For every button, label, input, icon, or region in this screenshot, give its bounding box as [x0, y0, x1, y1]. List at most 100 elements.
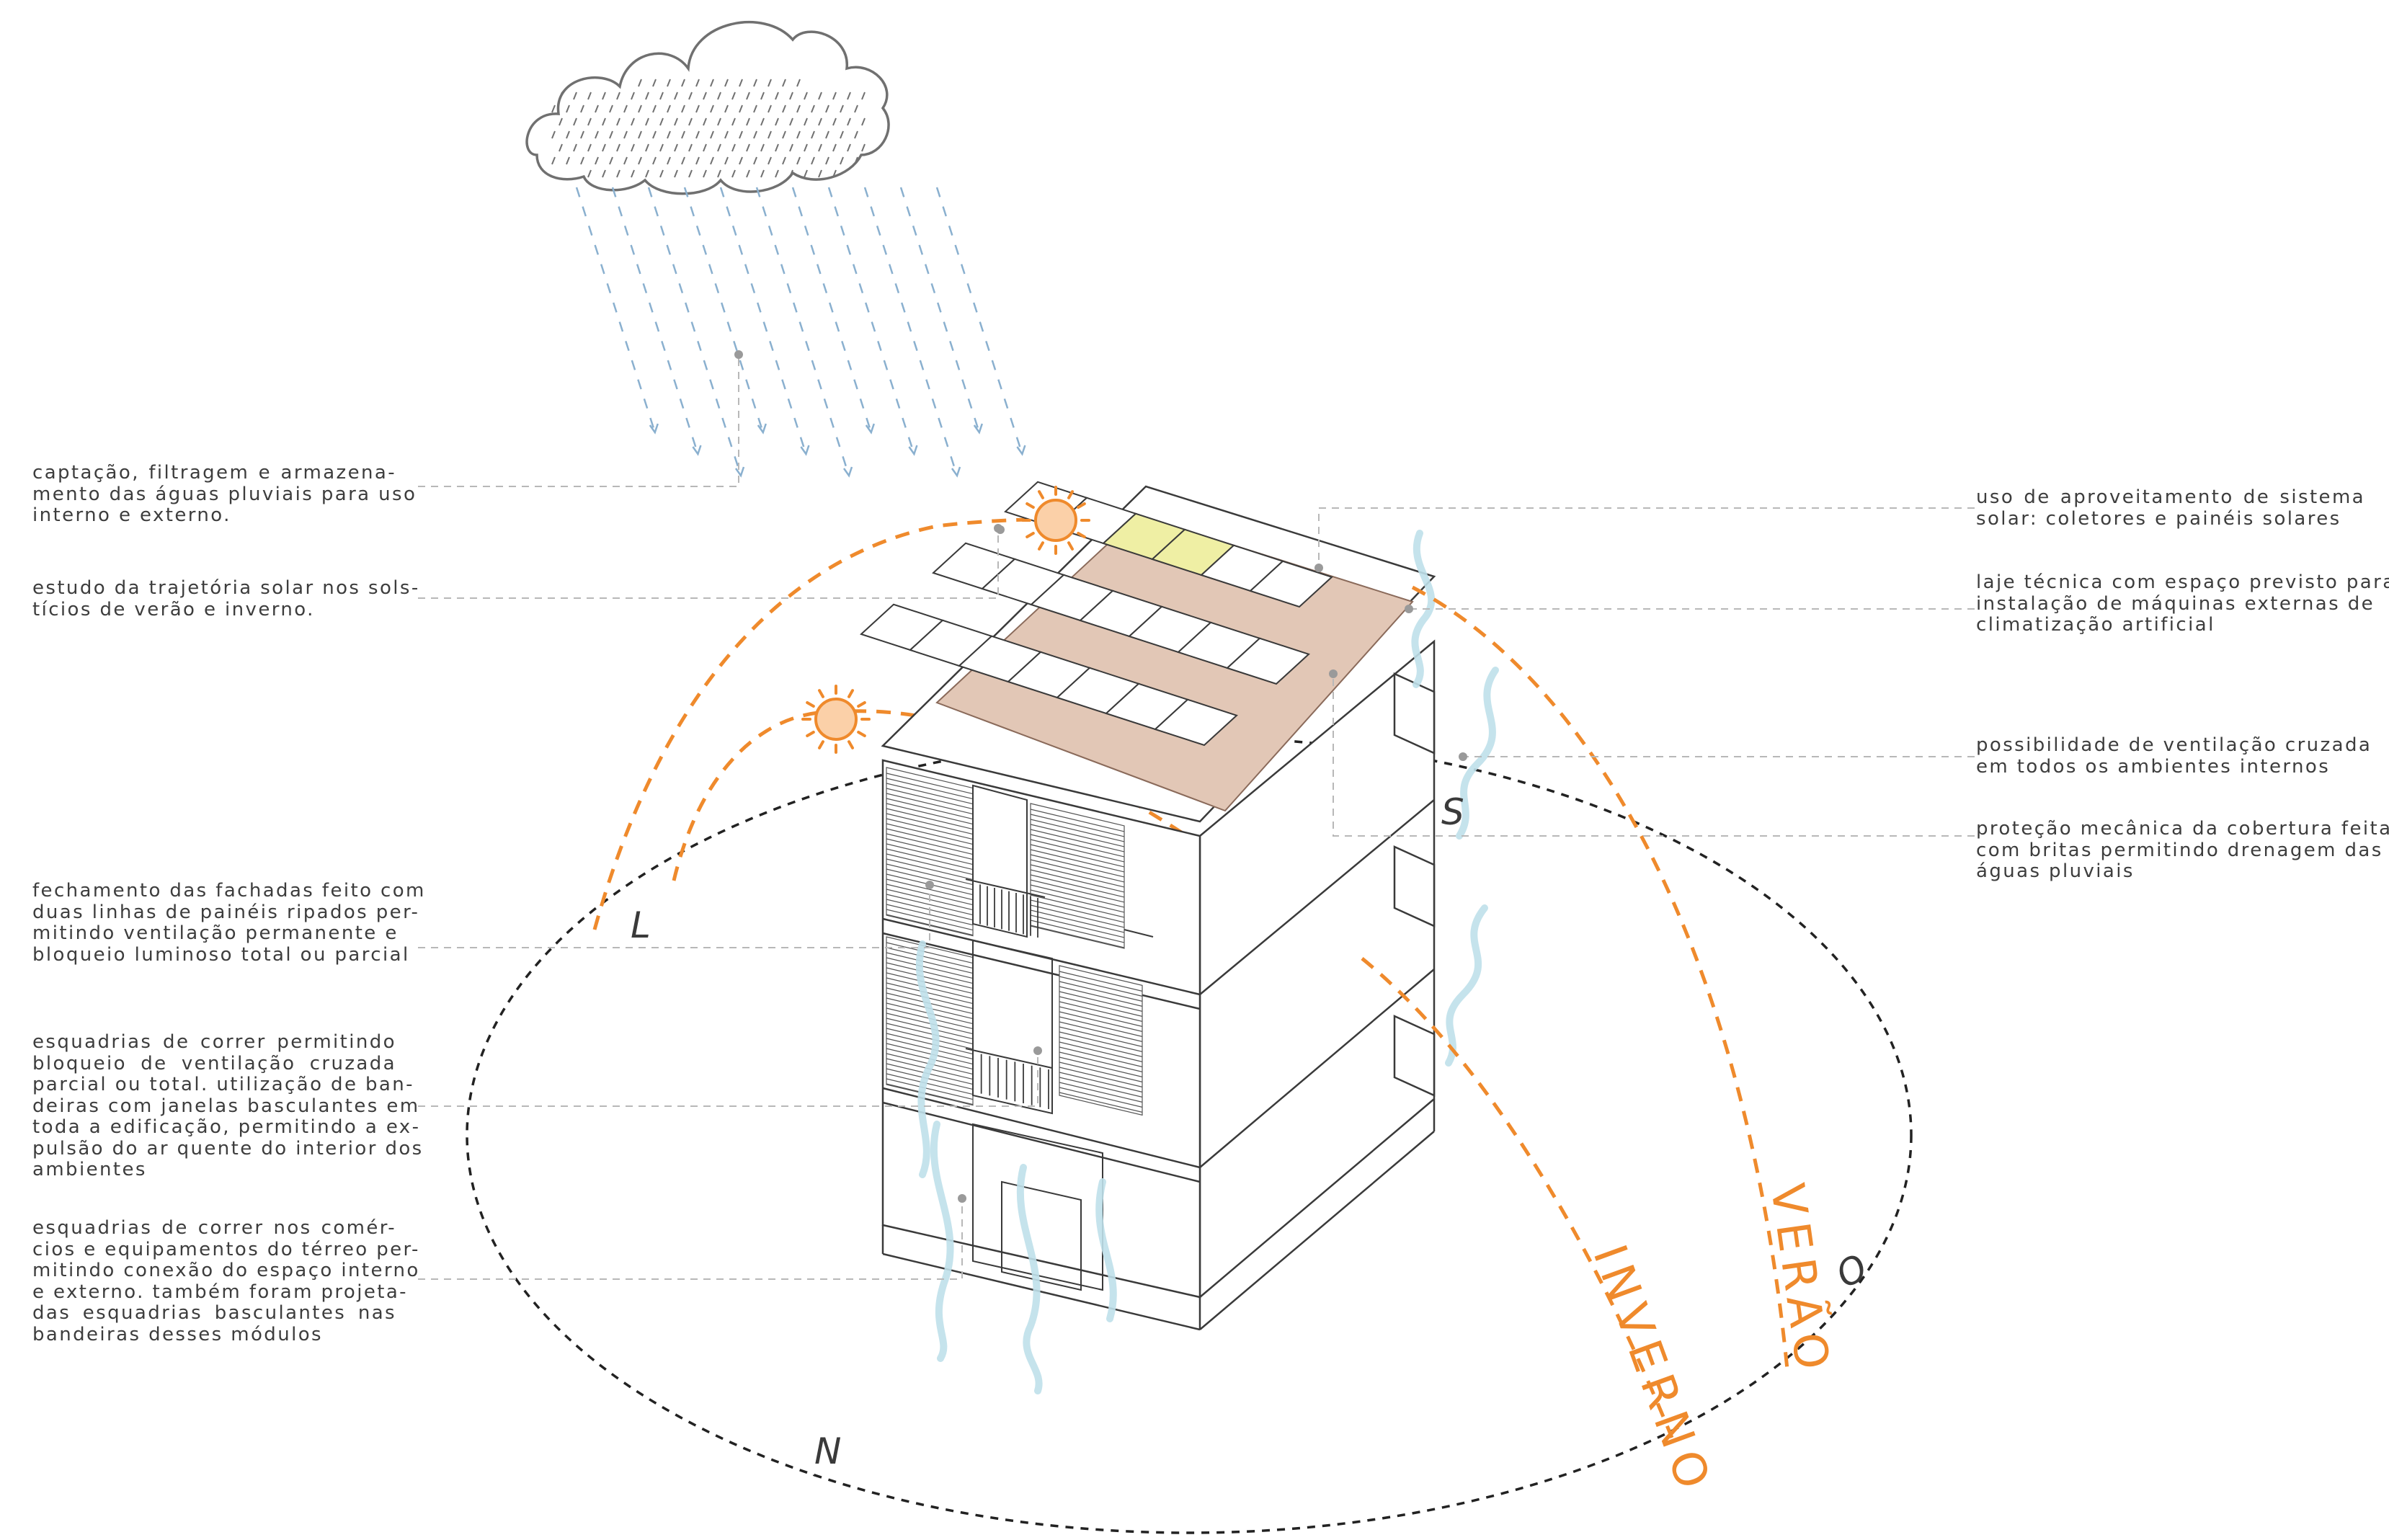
note-line: mento das águas pluviais para uso	[32, 483, 417, 505]
rain-arrow	[692, 445, 702, 456]
cloud-hatch-stroke	[587, 169, 592, 178]
cloud-hatch-stroke	[631, 117, 635, 126]
cloud-hatch-stroke	[768, 79, 772, 87]
cloud-hatch-stroke	[573, 143, 577, 152]
louver-slat	[1030, 844, 1125, 868]
louver-slat	[1030, 894, 1125, 918]
compass-east-label: L	[631, 904, 651, 946]
louver-slat	[886, 1023, 974, 1045]
solar-panel	[1154, 698, 1238, 747]
cloud-hatch-stroke	[681, 130, 685, 139]
cloud-hatch-stroke	[638, 156, 642, 165]
cloud-hatch-stroke	[674, 169, 678, 178]
louver-slat	[1059, 1001, 1143, 1022]
sun-ray	[806, 731, 815, 737]
cloud-hatch-stroke	[825, 104, 829, 113]
cloud-hatch-stroke	[825, 130, 829, 139]
louver-slat	[886, 987, 974, 1010]
louver-slat	[1030, 899, 1125, 923]
cloud-hatch-stroke	[818, 117, 822, 126]
cloud-hatch-stroke	[782, 156, 786, 165]
note-line: bloqueio de ventilação cruzada	[32, 1052, 396, 1074]
louver-slat	[886, 773, 974, 795]
cloud-hatch-stroke	[796, 104, 801, 113]
cloud-hatch-stroke	[695, 156, 700, 165]
louver-slat	[886, 788, 974, 810]
rain-drop	[935, 187, 1023, 455]
louver-slat	[1030, 849, 1125, 873]
cloud-hatch-stroke	[768, 130, 772, 139]
note-line: proteção mecânica da cobertura feita	[1976, 818, 2389, 840]
note-line: fechamento das fachadas feito com	[32, 880, 426, 902]
cloud-hatch-stroke	[811, 104, 815, 113]
wind-icon	[915, 530, 1499, 1394]
louver-slat	[1030, 889, 1125, 913]
louver-slat	[886, 1033, 974, 1055]
louver-slat	[886, 962, 974, 984]
note-line: climatização artificial	[1976, 614, 2215, 636]
louver-slat	[1059, 1067, 1143, 1087]
cloud-hatch-stroke	[832, 117, 837, 126]
summer-sun-path-front	[1411, 585, 1789, 1370]
sun-ray	[1067, 490, 1074, 499]
cloud-hatch-stroke	[587, 92, 592, 100]
louver-slat	[886, 1068, 974, 1090]
cloud-hatch-stroke	[695, 104, 700, 113]
note-line: esquadrias de correr permitindo	[32, 1031, 396, 1053]
rain-arrow	[973, 423, 983, 435]
cloud-hatch-stroke	[753, 156, 757, 165]
note-line: bloqueio luminoso total ou parcial	[32, 943, 410, 966]
cloud-hatch-stroke	[710, 79, 714, 87]
note-technical-slab: laje técnica com espaço previsto para in…	[1976, 571, 2389, 636]
cloud-hatch-stroke	[746, 117, 750, 126]
louver-slat	[886, 1073, 974, 1095]
rain-drop	[647, 187, 742, 476]
cloud-hatch-stroke	[674, 92, 678, 100]
cloud-hatch-stroke	[861, 143, 866, 152]
louver-slat	[886, 977, 974, 1000]
solar-panel	[1249, 560, 1333, 608]
cloud-hatch-stroke	[782, 104, 786, 113]
cloud-hatch-stroke	[804, 117, 808, 126]
cloud-hatch-stroke	[710, 104, 714, 113]
cloud-hatch-stroke	[580, 130, 584, 139]
cloud-hatch-stroke	[789, 117, 793, 126]
louver-slat	[886, 818, 974, 840]
louver-slat	[886, 1028, 974, 1050]
cloud-hatch-stroke	[616, 143, 620, 152]
cloud-hatch-stroke	[739, 130, 743, 139]
cloud-hatch-stroke	[609, 156, 613, 165]
cloud-hatch-stroke	[587, 143, 592, 152]
louver-slat	[886, 1043, 974, 1065]
cloud-hatch-stroke	[789, 143, 793, 152]
louver-slat	[886, 853, 974, 876]
louver-slat	[1030, 925, 1125, 948]
cloud-hatch-stroke	[566, 156, 570, 165]
cloud-hatch-stroke	[775, 143, 779, 152]
cloud-hatch-stroke	[717, 92, 721, 100]
cloud-hatch-stroke	[681, 156, 685, 165]
cloud-hatch-stroke	[616, 92, 620, 100]
louver-slat	[886, 868, 974, 891]
rain-drop	[611, 187, 699, 455]
cloud-hatch-stroke	[796, 79, 801, 87]
louver-slat	[886, 803, 974, 825]
cloud-hatch-stroke	[638, 104, 642, 113]
louver-slat	[886, 942, 974, 964]
cloud-hatch-stroke	[645, 169, 649, 178]
cloud-hatch-stroke	[804, 143, 808, 152]
louver-slat	[1059, 976, 1143, 997]
cloud-hatch-stroke	[551, 130, 556, 139]
cloud-hatch-stroke	[652, 156, 657, 165]
sun-ray	[818, 740, 824, 749]
cloud-hatch-stroke	[587, 117, 592, 126]
louver-slat	[1059, 1051, 1143, 1072]
cloud-hatch-stroke	[566, 130, 570, 139]
cloud-hatch-stroke	[731, 117, 736, 126]
cloud-hatch-stroke	[731, 92, 736, 100]
rain-arrow	[757, 423, 767, 435]
louver-slat	[1059, 1041, 1143, 1062]
louver-slat	[1030, 839, 1125, 863]
cloud-hatch-stroke	[746, 92, 750, 100]
sun-ray	[1038, 490, 1044, 499]
